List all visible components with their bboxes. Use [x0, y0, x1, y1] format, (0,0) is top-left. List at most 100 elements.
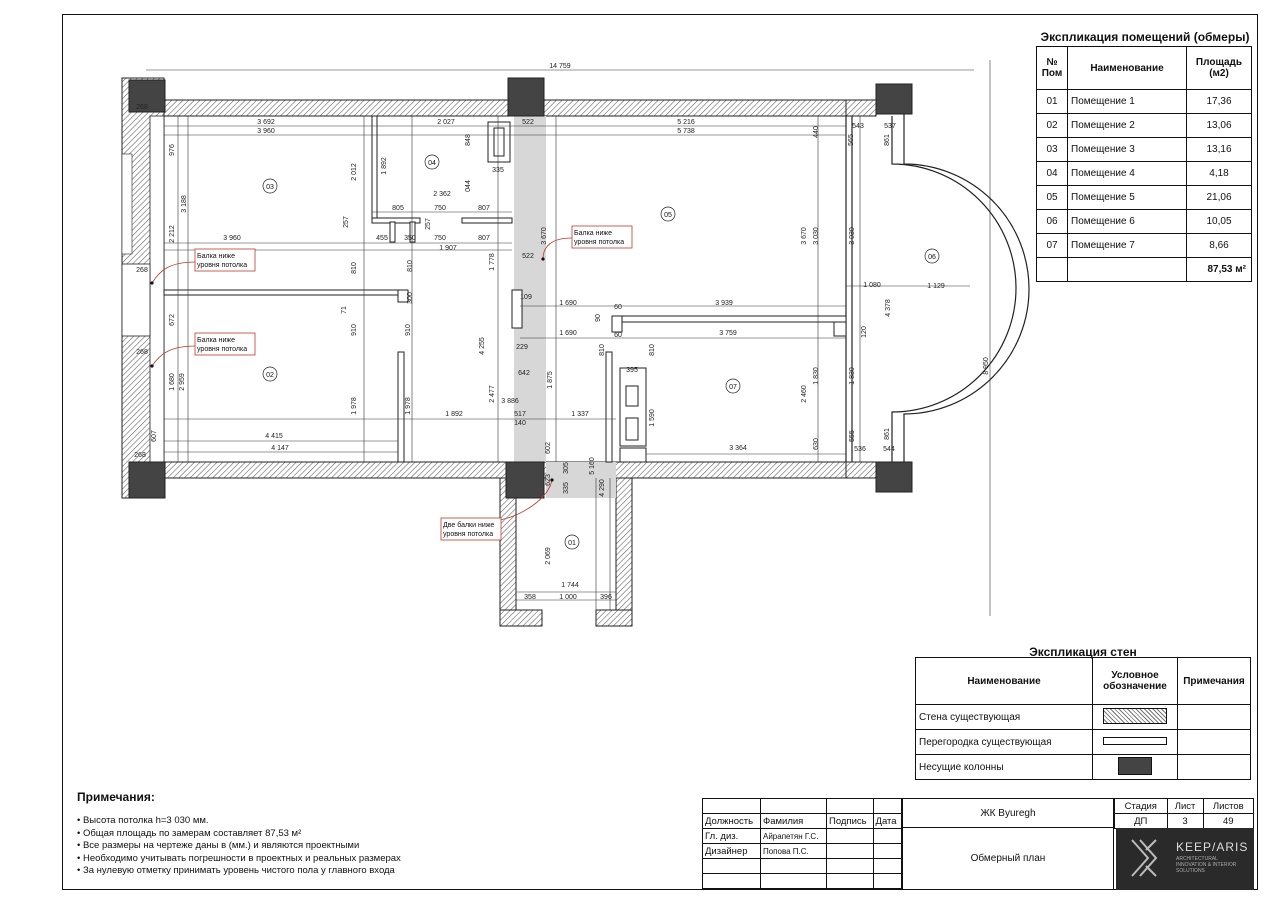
tb-h-stage: Стадия: [1114, 798, 1168, 814]
dimension-label: 350: [404, 235, 416, 242]
room-area: 21,06: [1186, 185, 1252, 210]
tb-h-date: Дата: [872, 813, 903, 829]
beam-callouts: [151, 225, 633, 541]
dimension-label: 5 160: [589, 457, 596, 475]
dimension-label: 2 362: [433, 191, 451, 198]
load-bearing-columns: [128, 77, 913, 499]
dimension-label: 543: [852, 123, 864, 130]
tb-role: Гл. диз.: [702, 828, 761, 844]
room-num: 05: [1036, 185, 1068, 210]
room-num: 03: [1036, 137, 1068, 162]
dimension-label: 807: [478, 235, 490, 242]
dimension-label: 257: [425, 218, 432, 230]
dimension-label: 109: [520, 294, 532, 301]
dimension-label: 750: [434, 205, 446, 212]
table-row: Несущие колонны: [915, 754, 1251, 780]
beam-label: Балка ниже: [197, 337, 235, 344]
beam-label: уровня потолка: [197, 262, 247, 269]
wall-type-name: Несущие колонны: [915, 754, 1093, 780]
room-name: Помещение 5: [1067, 185, 1187, 210]
walls-col-name: Наименование: [915, 657, 1093, 705]
dimension-label: 623: [545, 474, 552, 486]
tb-sheets: 49: [1202, 813, 1255, 829]
company-logo: KEEP/ARIS ARCHITECTURAL INNOVATION & INT…: [1116, 828, 1254, 890]
dimension-label: 810: [599, 344, 606, 356]
dimension-label: 642: [518, 370, 530, 377]
dimension-label: 229: [516, 344, 528, 351]
window-opening: [121, 263, 151, 337]
col-name: Наименование: [1067, 46, 1187, 90]
tb-h-sheets: Листов: [1202, 798, 1255, 814]
dimension-label: 300: [407, 292, 414, 304]
room-marker-01: 01: [568, 540, 576, 547]
tb-h-surname: Фамилия: [759, 813, 827, 829]
room-area: 10,05: [1186, 209, 1252, 234]
dimension-label: 1 907: [439, 245, 457, 252]
dimension-label: 910: [351, 324, 358, 336]
col-area: Площадь (м2): [1186, 46, 1252, 90]
dimension-label: 607: [151, 430, 158, 442]
table-row: Стена существующая: [915, 704, 1251, 730]
dimension-label: 2 027: [437, 119, 455, 126]
dimension-label: 335: [563, 482, 570, 494]
dimension-label: 5 216: [677, 119, 695, 126]
dimension-label: 3 670: [541, 227, 548, 245]
dimension-label: 268: [136, 267, 148, 274]
tb-stage: ДП: [1114, 813, 1168, 829]
dimension-label: 807: [478, 205, 490, 212]
partition-symbol: [1103, 736, 1167, 745]
dimension-label: 750: [434, 235, 446, 242]
dimension-label: 1 000: [559, 594, 577, 601]
dimension-label: 1 830: [849, 367, 856, 385]
dimension-label: 1 337: [571, 411, 589, 418]
hatch-symbol: [1103, 707, 1167, 724]
partitions: [163, 115, 847, 463]
table-row-total: 87,53 м²: [1036, 257, 1252, 282]
dimension-label: 455: [376, 235, 388, 242]
room-name: Помещение 1: [1067, 89, 1187, 114]
dimension-label: 1 080: [863, 282, 881, 289]
dimension-label: 2 477: [489, 385, 496, 403]
title-block: Должность Фамилия Подпись Дата Гл. диз. …: [702, 798, 1255, 890]
dimension-label: 910: [405, 324, 412, 336]
dimension-label: 4 378: [885, 299, 892, 317]
dimension-label: 4 290: [599, 479, 606, 497]
room-area: 13,06: [1186, 113, 1252, 138]
note-item: Необходимо учитывать погрешности в проек…: [77, 853, 401, 866]
tb-h-signature: Подпись: [825, 813, 874, 829]
dimension-label: 522: [522, 119, 534, 126]
room-area: 8,66: [1186, 233, 1252, 258]
dimension-label: 1 978: [405, 397, 412, 415]
room-num: 07: [1036, 233, 1068, 258]
dimension-label: 268: [134, 452, 146, 459]
dimension-label: 60: [614, 332, 622, 339]
beam-label: уровня потолка: [197, 346, 247, 353]
dimension-label: 2 460: [801, 385, 808, 403]
tb-h-position: Должность: [702, 813, 761, 829]
dimension-label: 848: [465, 134, 472, 146]
dimension-label: 396: [600, 594, 612, 601]
table-row: Перегородка существующая: [915, 729, 1251, 755]
two-beams-label: Две балки ниже: [443, 521, 494, 529]
dimension-label: 1 590: [649, 409, 656, 427]
dimension-label: 861: [884, 134, 891, 146]
room-area: 17,36: [1186, 89, 1252, 114]
walls-col-notes: Примечания: [1177, 657, 1251, 705]
note-item: Все размеры на чертеже даны в (мм.) и яв…: [77, 840, 401, 853]
note-item: Общая площадь по замерам составляет 87,5…: [77, 828, 401, 841]
dimension-label: 3 692: [257, 119, 275, 126]
dimension-label: 1 129: [927, 283, 945, 290]
dimension-label: 1 892: [381, 157, 388, 175]
dimension-label: 5 738: [677, 128, 695, 135]
room-num: 04: [1036, 161, 1068, 186]
dimension-label: 90: [595, 314, 602, 322]
dimension-label: 120: [861, 326, 868, 338]
logo-sub: ARCHITECTURAL INNOVATION & INTERIOR SOLU…: [1176, 856, 1237, 874]
dimension-label: 3 188: [181, 195, 188, 213]
dimension-label: 140: [514, 420, 526, 427]
dimension-label: 257: [343, 216, 350, 228]
dimension-label: 1 680: [169, 373, 176, 391]
